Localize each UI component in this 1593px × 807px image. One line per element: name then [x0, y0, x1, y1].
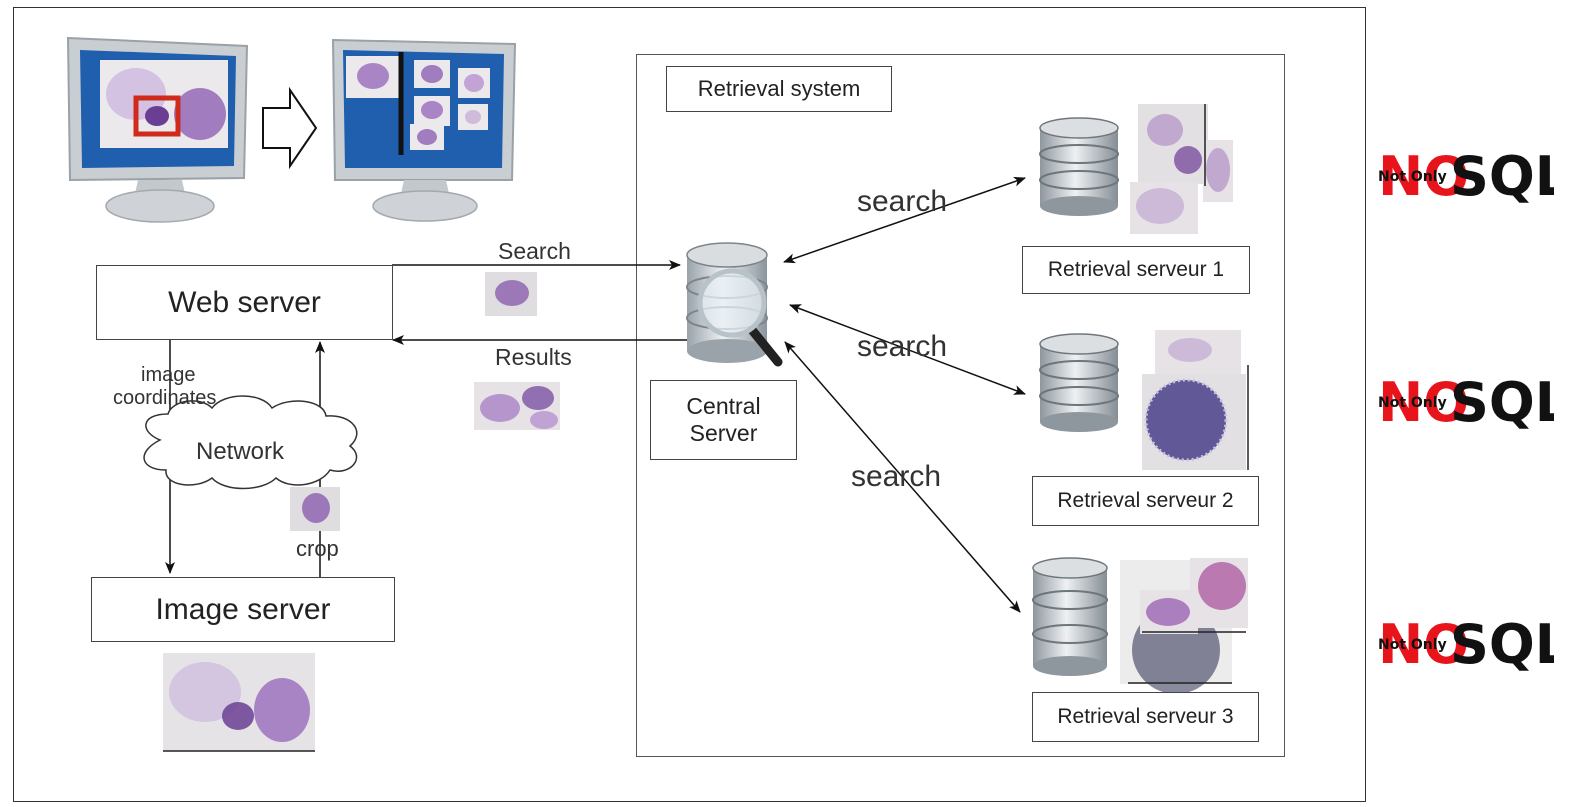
tissue-images-server-2 [1142, 330, 1249, 470]
nosql-sql: SQL [1450, 614, 1554, 676]
nosql-logo-1: NO Not Only SQL [1378, 145, 1569, 208]
search-label-3: search [851, 460, 942, 493]
nosql-logo-graphic: NO Not Only SQL [1378, 371, 1569, 434]
retrieval-server-3-box: Retrieval serveur 3 [1032, 692, 1259, 742]
whole-slide-image [163, 653, 315, 752]
image-coordinates-label-2: coordinates [113, 387, 217, 409]
search-patch-thumbnail [485, 272, 537, 316]
central-server-box: Central Server [650, 380, 797, 460]
nosql-logo-graphic: NO Not Only SQL [1378, 145, 1569, 208]
nosql-no: NO [1378, 146, 1469, 208]
tissue-images-server-1 [1130, 104, 1233, 234]
nosql-logo-graphic: NO Not Only SQL [1378, 613, 1569, 676]
nosql-sql: SQL [1450, 146, 1554, 208]
nosql-sql: SQL [1450, 372, 1554, 434]
nosql-logo-2: NO Not Only SQL [1378, 371, 1569, 434]
central-server-label-2: Server [689, 420, 758, 446]
magnifier-icon [697, 268, 783, 367]
image-coordinates-label-1: image [141, 364, 196, 386]
retrieval-server-2-box: Retrieval serveur 2 [1032, 476, 1259, 526]
tissue-images-server-3 [1120, 558, 1248, 694]
search-request-label: Search [498, 238, 571, 264]
retrieval-system-title: Retrieval system [666, 66, 892, 112]
database-icon-1 [1039, 117, 1119, 216]
results-label: Results [495, 344, 572, 370]
nosql-not-only: Not Only [1378, 395, 1447, 411]
nosql-not-only: Not Only [1378, 169, 1447, 185]
search-arrow-1 [783, 176, 1026, 264]
image-server-box: Image server [91, 577, 395, 642]
hollow-arrow-icon [262, 86, 318, 170]
nosql-no: NO [1378, 372, 1469, 434]
crop-thumbnail [290, 487, 340, 531]
database-icon-2 [1039, 333, 1119, 432]
results-thumbnails [474, 382, 560, 430]
nosql-logo-3: NO Not Only SQL [1378, 613, 1569, 676]
monitor-results-icon [331, 38, 517, 222]
search-arrow-3 [784, 341, 1021, 613]
central-server-label-1: Central [686, 393, 761, 419]
monitor-viewer-icon [66, 36, 249, 223]
retrieval-server-1-box: Retrieval serveur 1 [1022, 246, 1250, 294]
search-label-2: search [857, 330, 948, 363]
crop-label: crop [296, 536, 339, 561]
nosql-no: NO [1378, 614, 1469, 676]
search-label-1: search [857, 185, 948, 218]
database-icon-3 [1032, 557, 1108, 676]
network-label: Network [196, 438, 285, 465]
web-server-box: Web server [96, 265, 393, 340]
nosql-not-only: Not Only [1378, 637, 1447, 653]
